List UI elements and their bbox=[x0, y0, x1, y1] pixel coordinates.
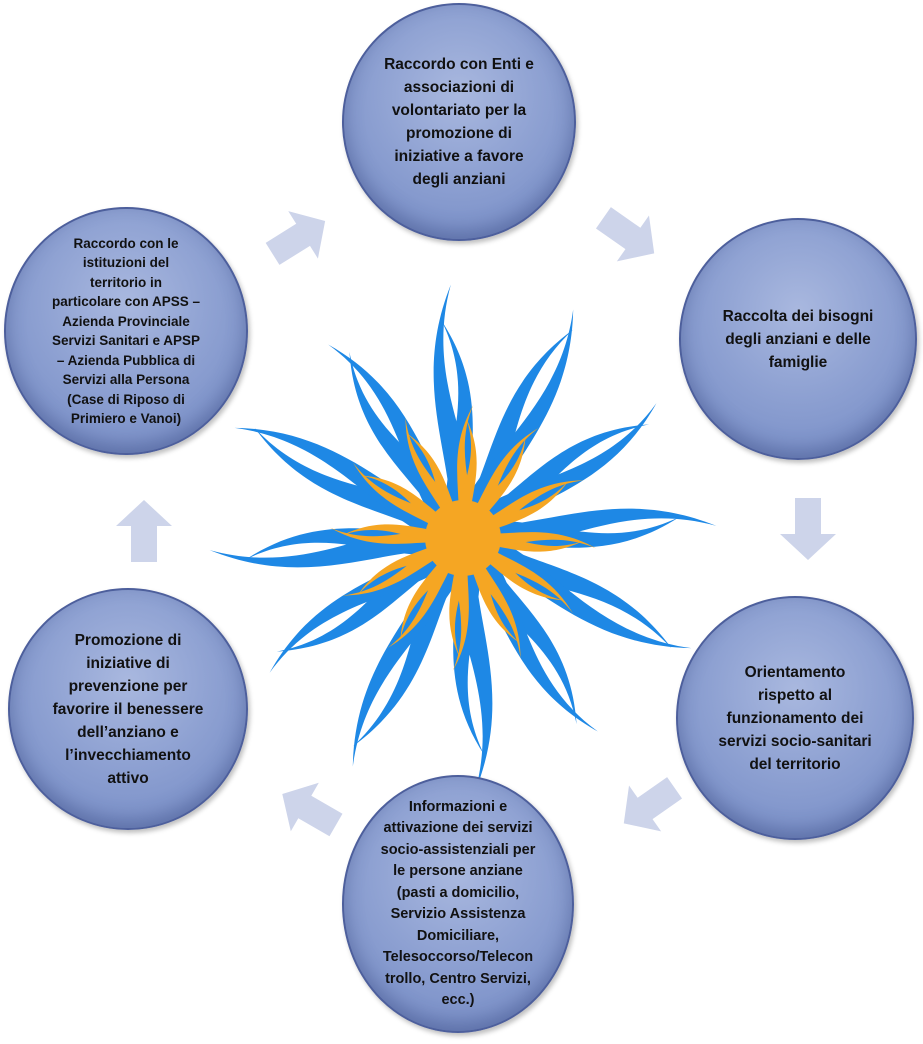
arrow-top-right-icon bbox=[595, 207, 655, 262]
sun-ray-outer bbox=[352, 530, 474, 767]
node-raccolta-bisogni-text: Raccolta dei bisogni degli anziani e del… bbox=[722, 307, 874, 371]
node-enti-associazioni: Raccordo con Enti e associazioni di volo… bbox=[342, 3, 576, 241]
node-informazioni-servizi: Informazioni e attivazione dei servizi s… bbox=[342, 775, 574, 1033]
arrow-top-left-icon bbox=[265, 211, 326, 265]
arrow-left-up-icon bbox=[116, 500, 172, 562]
node-orientamento: Orientamento rispetto al funzionamento d… bbox=[676, 596, 914, 840]
node-promozione-prevenzione: Promozione di iniziative di prevenzione … bbox=[8, 588, 248, 830]
arrow-bottom-left-icon bbox=[282, 782, 343, 837]
sun-core bbox=[425, 500, 501, 576]
node-promozione-prevenzione-text: Promozione di iniziative di prevenzione … bbox=[52, 631, 204, 787]
node-orientamento-text: Orientamento rispetto al funzionamento d… bbox=[718, 663, 872, 773]
sun-ray-outer bbox=[234, 427, 471, 549]
node-raccordo-istituzioni: Raccordo con le istituzioni del territor… bbox=[4, 207, 248, 455]
arrow-right-down-icon bbox=[780, 498, 836, 560]
node-informazioni-servizi-text: Informazioni e attivazione dei servizi s… bbox=[380, 798, 536, 1009]
sun-ray-outer bbox=[455, 527, 692, 649]
node-raccordo-istituzioni-text: Raccordo con le istituzioni del territor… bbox=[51, 235, 201, 427]
arrow-bottom-right-icon bbox=[623, 777, 683, 832]
node-enti-associazioni-text: Raccordo con Enti e associazioni di volo… bbox=[384, 56, 534, 188]
sun-ray-outer bbox=[452, 309, 574, 546]
node-raccolta-bisogni: Raccolta dei bisogni degli anziani e del… bbox=[679, 218, 917, 460]
